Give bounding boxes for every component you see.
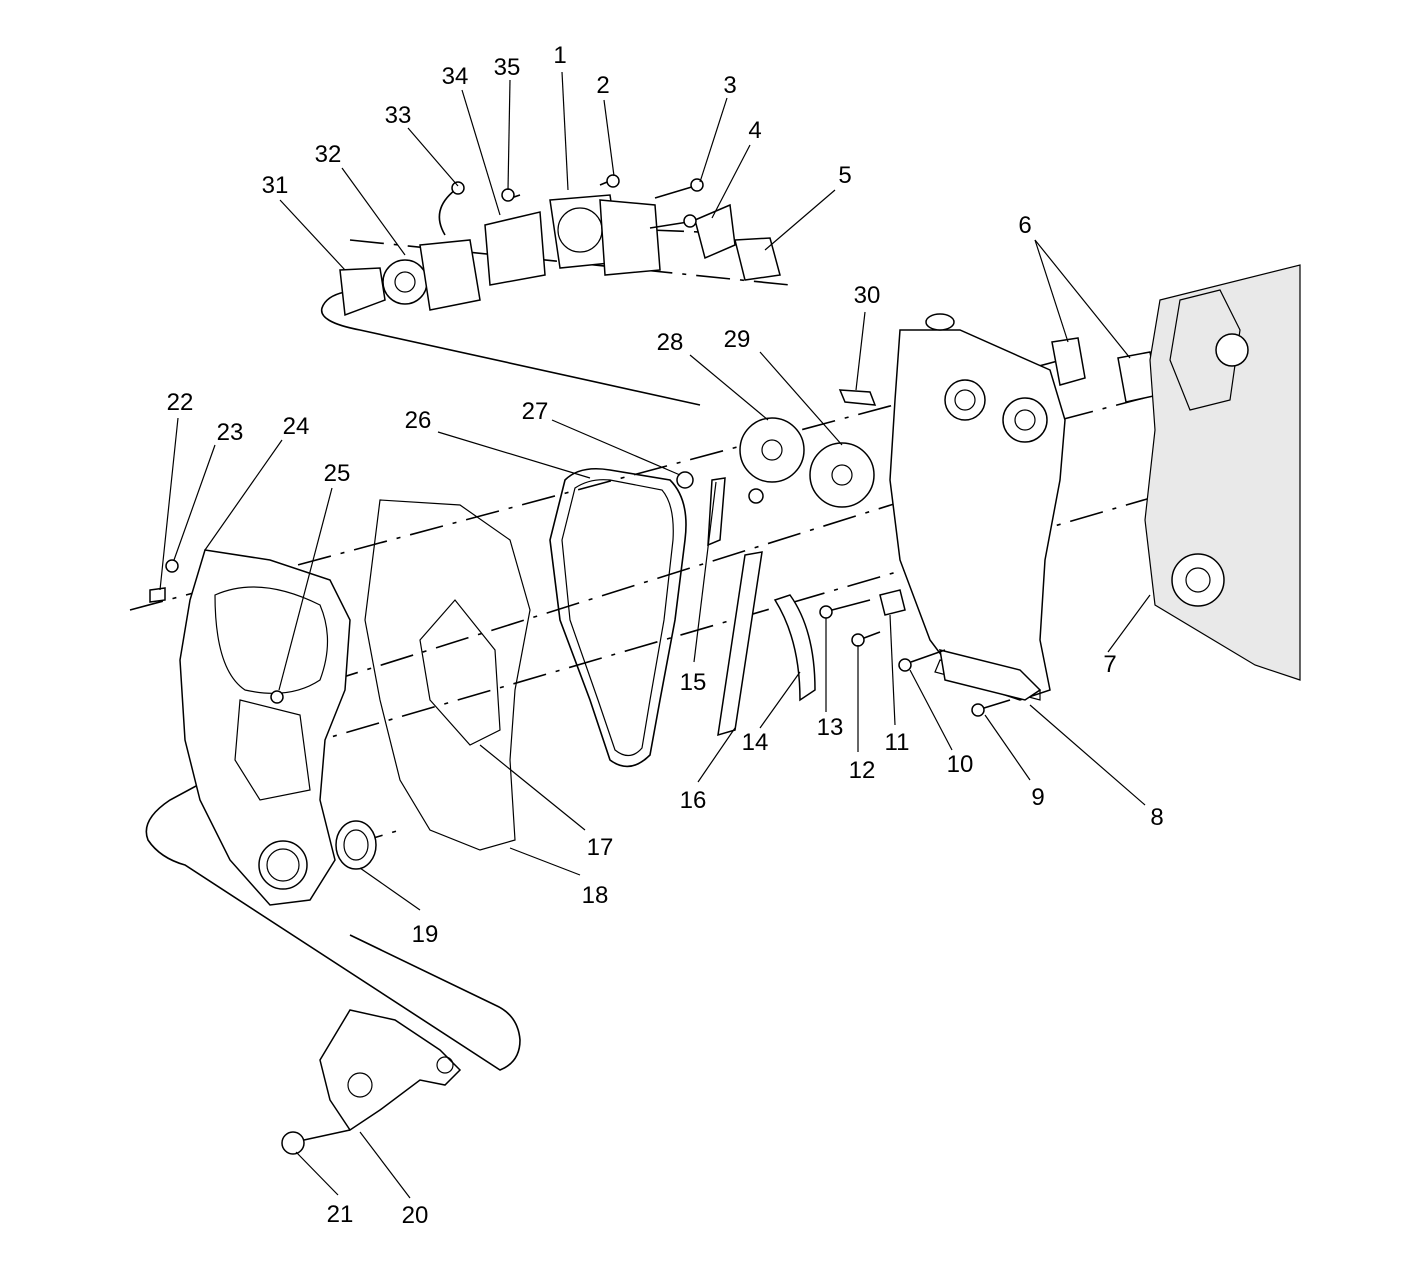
front-cover-gasket-17-18 [364, 499, 531, 851]
timing-chain-26 [549, 467, 687, 768]
bolt-13 [819, 605, 833, 619]
callout-33: 33 [385, 102, 412, 129]
callout-31: 31 [262, 172, 289, 199]
stud-12 [851, 633, 865, 647]
hardware [149, 559, 1042, 870]
bolt-9 [971, 703, 985, 717]
front-cover-24 [179, 549, 351, 906]
callout-6: 6 [1018, 212, 1031, 239]
guide-15 [707, 477, 726, 547]
callout-26: 26 [405, 407, 432, 434]
nut-25 [270, 690, 284, 704]
gasket-5 [734, 237, 781, 281]
engine-front-plate [889, 313, 1066, 701]
bolt-27 [676, 471, 694, 489]
callout-2: 2 [596, 72, 609, 99]
callout-8: 8 [1150, 804, 1163, 831]
outlet-pipe [694, 203, 736, 260]
bolt-23 [165, 559, 179, 573]
callout-28: 28 [657, 329, 684, 356]
callout-4: 4 [748, 117, 761, 144]
bolt-4 [649, 221, 689, 229]
callout-11: 11 [885, 729, 910, 756]
callout-21: 21 [327, 1201, 354, 1228]
pan-gasket-8 [939, 648, 1042, 701]
chain-guides [707, 477, 816, 737]
callout-16: 16 [680, 787, 707, 814]
sprocket-28 [739, 417, 805, 483]
callout-5: 5 [838, 162, 851, 189]
callout-labels: 1 2 3 4 5 6 7 8 9 10 11 12 13 14 15 16 1… [167, 42, 1164, 1229]
pipe-33 [438, 189, 456, 236]
callout-9: 9 [1031, 784, 1044, 811]
callout-1: 1 [553, 42, 566, 69]
sprocket-29 [809, 442, 875, 508]
callout-15: 15 [680, 669, 707, 696]
callout-17: 17 [587, 834, 614, 861]
camshaft-sprockets [676, 389, 877, 508]
thermostat-housing [599, 199, 661, 276]
seal-19 [335, 820, 377, 870]
callout-18: 18 [582, 882, 609, 909]
callout-14: 14 [742, 729, 769, 756]
bolt-3 [654, 185, 696, 199]
engine-block-7 [1144, 264, 1301, 681]
callout-7: 7 [1103, 651, 1116, 678]
leader-lines [159, 71, 1151, 1199]
pump-body [419, 239, 481, 311]
callout-27: 27 [522, 398, 549, 425]
callout-25: 25 [324, 460, 351, 487]
bracket-30 [838, 389, 877, 406]
gaskets-6 [1051, 337, 1159, 403]
guide-16 [717, 551, 763, 737]
water-pump-assembly [339, 174, 781, 317]
sprocket-32 [382, 259, 428, 305]
callout-19: 19 [412, 921, 439, 948]
callout-23: 23 [217, 419, 244, 446]
callout-22: 22 [167, 389, 194, 416]
callout-3: 3 [723, 72, 736, 99]
callout-29: 29 [724, 326, 751, 353]
callout-10: 10 [947, 751, 974, 778]
callout-20: 20 [402, 1202, 429, 1229]
sensor-11 [879, 589, 906, 616]
mount-bracket-20 [281, 1009, 462, 1155]
callout-12: 12 [849, 757, 876, 784]
bolt-21 [281, 1131, 305, 1155]
callout-35: 35 [494, 54, 521, 81]
tensioner-shoe-14 [773, 594, 816, 702]
bolt-10 [898, 658, 912, 672]
callout-32: 32 [315, 141, 342, 168]
gasket-34 [484, 211, 546, 286]
callout-34: 34 [442, 63, 469, 90]
nut-33 [451, 181, 465, 195]
callout-30: 30 [854, 282, 881, 309]
gasket-31 [339, 267, 386, 317]
callout-13: 13 [817, 714, 844, 741]
bolt-22 [149, 587, 166, 603]
callout-24: 24 [283, 413, 310, 440]
